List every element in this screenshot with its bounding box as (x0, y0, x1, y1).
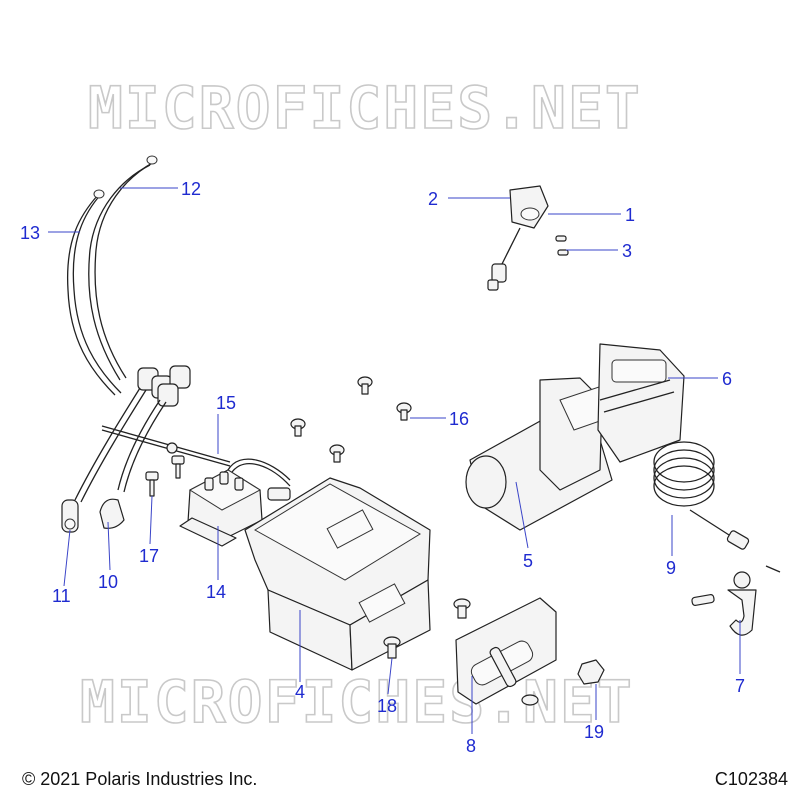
winch-mount-bracket (244, 477, 431, 671)
callout-14: 14 (206, 582, 226, 602)
callout-8: 8 (466, 736, 476, 756)
ring-terminal (61, 499, 79, 533)
callout-5: 5 (523, 551, 533, 571)
callout-7: 7 (735, 676, 745, 696)
callout-12: 12 (181, 179, 201, 199)
watermark-bottom: MICROFICHES.NET (80, 668, 634, 736)
terminal-boot (99, 498, 125, 529)
callout-10: 10 (98, 572, 118, 592)
cable-clamp (166, 442, 178, 454)
winch-cable (653, 441, 750, 550)
screw-17 (145, 455, 185, 497)
winch-hook (691, 565, 781, 636)
winch-assembly (465, 343, 685, 531)
callout-17: 17 (139, 546, 159, 566)
callout-11: 11 (52, 586, 71, 606)
diagram-code: C102384 (714, 769, 788, 789)
callout-3: 3 (622, 241, 632, 261)
leader-lines (48, 187, 741, 734)
copyright-text: © 2021 Polaris Industries Inc. (22, 769, 258, 789)
callout-18: 18 (377, 696, 397, 716)
watermark-top: MICROFICHES.NET (88, 74, 642, 142)
callout-2: 2 (428, 189, 438, 209)
callout-13: 13 (20, 223, 40, 243)
winch-switch-assembly (487, 185, 569, 291)
nut-19 (577, 659, 605, 685)
callout-6: 6 (722, 369, 732, 389)
roller-fairlead (453, 597, 557, 706)
callout-19: 19 (584, 722, 604, 742)
callout-1: 1 (625, 205, 635, 225)
contactor-solenoid (179, 458, 291, 547)
callout-9: 9 (666, 558, 676, 578)
callout-4: 4 (295, 682, 305, 702)
battery-cable-harness (66, 155, 231, 503)
callout-15: 15 (216, 393, 236, 413)
screw-16 (290, 376, 412, 463)
callout-16: 16 (449, 409, 469, 429)
callout-labels: 1 2 3 4 5 6 7 8 9 10 11 12 13 14 15 16 1… (20, 179, 745, 756)
